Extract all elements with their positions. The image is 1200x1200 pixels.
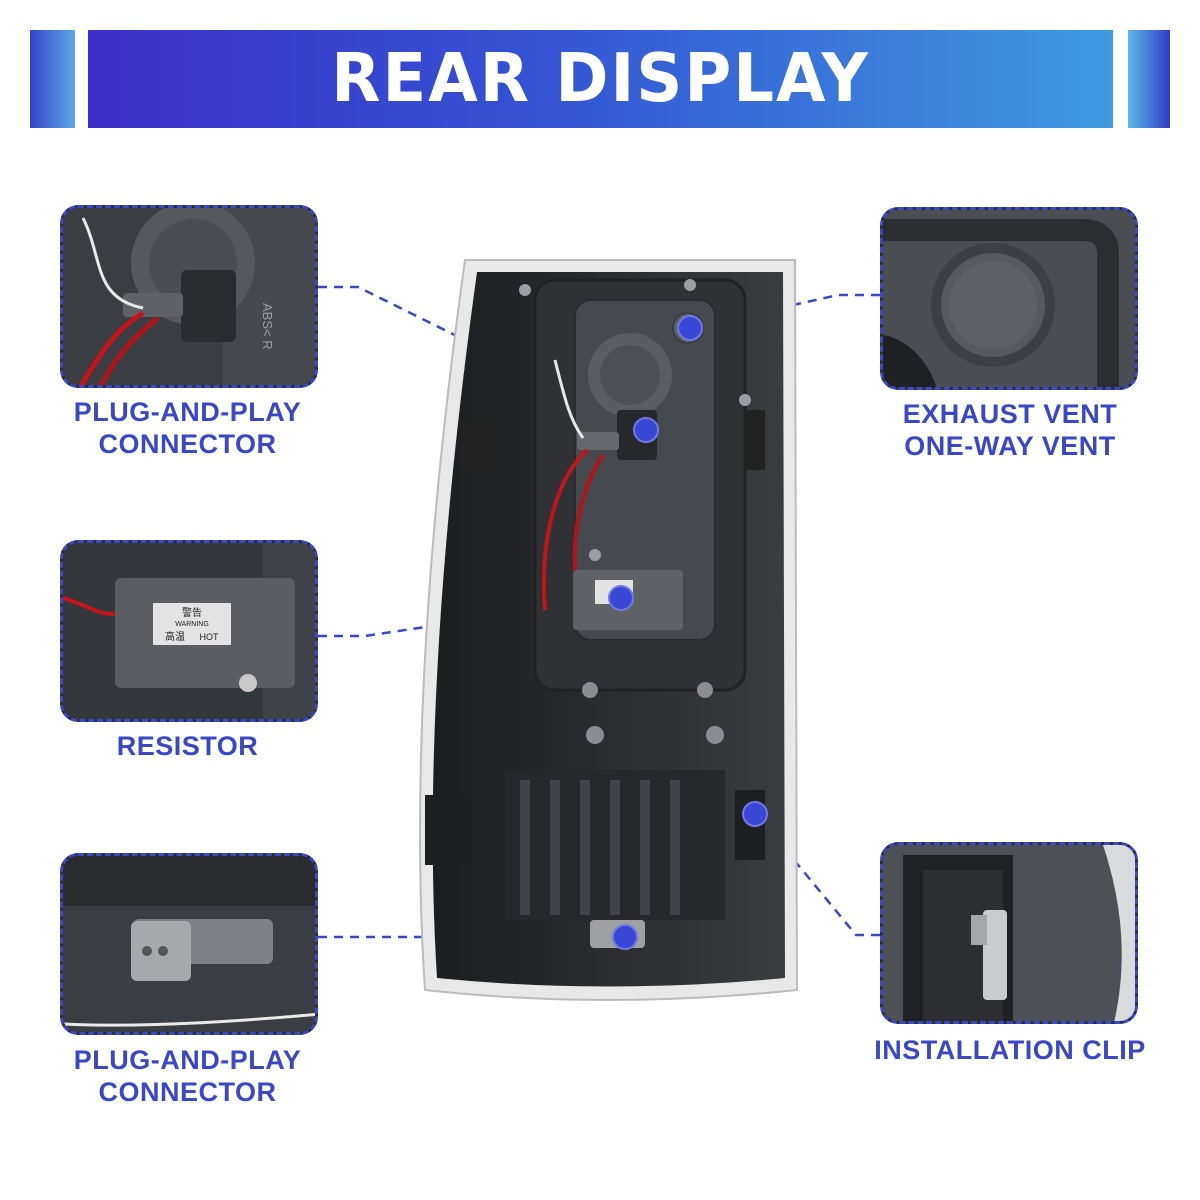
callout-exhaust-vent-image	[880, 207, 1138, 390]
tail-light-rear-housing	[405, 250, 805, 1010]
callout-resistor-image: 警告 WARNING 高温 HOT	[60, 540, 318, 722]
page-title: REAR DISPLAY	[331, 40, 870, 118]
banner-right-accent	[1128, 30, 1170, 128]
connector-top-closeup-illustration: ABS< R	[63, 208, 315, 385]
label-connector-top: PLUG-AND-PLAY CONNECTOR	[73, 397, 302, 459]
label-installation-clip: INSTALLATION CLIP	[874, 1035, 1146, 1065]
label-exhaust-vent: EXHAUST VENT ONE-WAY VENT	[902, 399, 1118, 461]
marker-clip	[742, 801, 768, 827]
marker-connector-top	[633, 417, 659, 443]
connector-bottom-closeup-illustration	[63, 856, 315, 1032]
svg-text:ABS< R: ABS< R	[260, 303, 275, 350]
installation-clip-closeup-illustration	[883, 845, 1135, 1021]
svg-text:WARNING: WARNING	[175, 621, 209, 628]
marker-connector-bottom	[612, 924, 638, 950]
svg-text:高温: 高温	[165, 630, 185, 643]
label-connector-bottom: PLUG-AND-PLAY CONNECTOR	[73, 1045, 302, 1107]
resistor-closeup-illustration: 警告 WARNING 高温 HOT	[63, 543, 315, 719]
callout-connector-top-image: ABS< R	[60, 205, 318, 388]
svg-text:警告: 警告	[182, 606, 202, 619]
label-resistor: RESISTOR	[116, 731, 259, 761]
header-banner: REAR DISPLAY	[88, 30, 1113, 128]
exhaust-vent-closeup-illustration	[883, 210, 1135, 387]
callout-connector-bottom-image	[60, 853, 318, 1035]
banner-left-accent	[30, 30, 75, 128]
callout-installation-clip-image	[880, 842, 1138, 1024]
marker-vent	[677, 315, 703, 341]
svg-text:HOT: HOT	[200, 632, 220, 642]
marker-resistor	[608, 585, 634, 611]
tail-light-illustration	[419, 259, 799, 1001]
